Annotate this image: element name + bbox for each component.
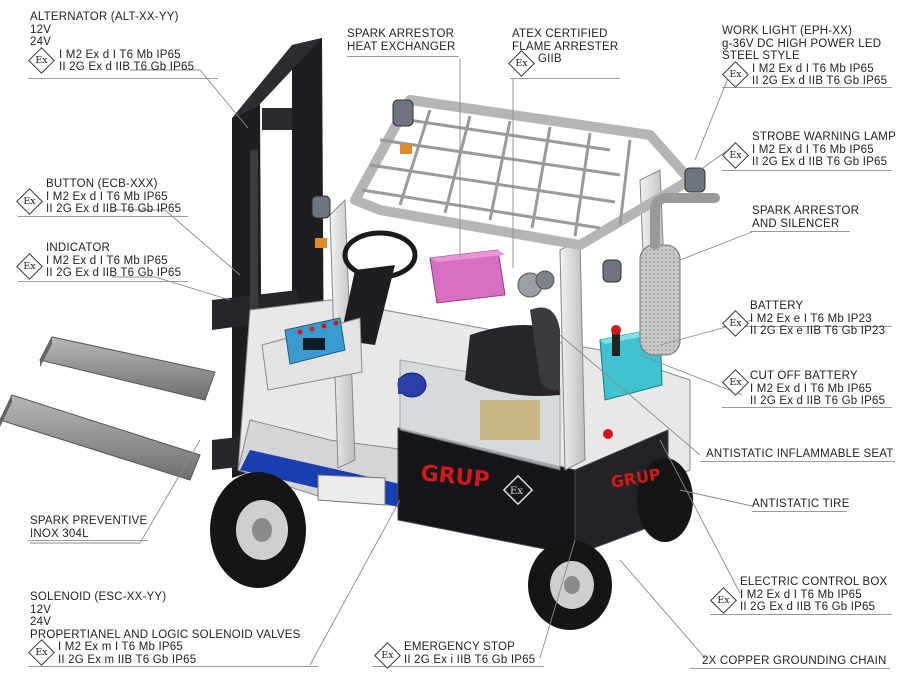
label-button: BUTTON (ECB-XXX) I M2 Ex d I T6 Mb IP65 … xyxy=(46,178,181,216)
rule-emergency xyxy=(372,666,544,667)
cut-off-cert-1: I M2 Ex d I T6 Mb IP65 xyxy=(750,382,872,395)
button-title: BUTTON (ECB-XXX) xyxy=(46,178,158,190)
work-light-line-2: g-36V DC HIGH POWER LED xyxy=(722,37,882,50)
battery-cert-1: I M2 Ex e I T6 Mb IP23 xyxy=(750,312,872,325)
rule-spark-heat xyxy=(347,56,459,57)
battery-title: BATTERY xyxy=(750,300,804,312)
label-strobe-warning-lamp: STROBE WARNING LAMP I M2 Ex d I T6 Mb IP… xyxy=(752,131,896,169)
dashboard xyxy=(261,230,418,391)
rule-work-light xyxy=(722,87,892,88)
solenoid-cert-1: I M2 Ex m I T6 Mb IP65 xyxy=(58,641,183,653)
atex-line-3: GIIB xyxy=(538,53,562,65)
emergency-cert: II 2G Ex i IIB T6 Gb IP65 xyxy=(404,653,536,666)
grounding-text: 2X COPPER GROUNDING CHAIN xyxy=(702,655,887,667)
label-atex-flame-arrester: ATEX CERTIFIED FLAME ARRESTER GIIB xyxy=(512,28,618,66)
label-cut-off-battery: CUT OFF BATTERY I M2 Ex d I T6 Mb IP65 I… xyxy=(750,370,885,408)
flame-arrester xyxy=(517,270,555,298)
rule-strobe xyxy=(722,170,892,171)
strobe-cert-1: I M2 Ex d I T6 Mb IP65 xyxy=(752,143,874,156)
battery-cert-2: II 2G Ex e IIB T6 Gb IP23 xyxy=(750,325,886,337)
rule-alternator xyxy=(28,78,218,79)
rule-spark-silencer xyxy=(750,231,850,232)
solenoid-24v: 24V xyxy=(30,616,52,628)
control-box-cert-2: II 2G Ex d IIB T6 Gb IP65 xyxy=(740,601,876,613)
atex-line-1: ATEX CERTIFIED xyxy=(512,28,608,40)
label-indicator: INDICATOR I M2 Ex d I T6 Mb IP65 II 2G E… xyxy=(46,242,181,280)
rule-seat xyxy=(700,461,895,462)
indicator-cert-1: I M2 Ex d I T6 Mb IP65 xyxy=(46,254,168,267)
tire-text: ANTISTATIC TIRE xyxy=(752,498,850,510)
rule-battery xyxy=(722,326,892,327)
label-electric-control-box: ELECTRIC CONTROL BOX I M2 Ex d I T6 Mb I… xyxy=(740,576,887,614)
seat-text: ANTISTATIC INFLAMMABLE SEAT xyxy=(706,448,894,460)
rule-spark-preventive xyxy=(28,540,148,541)
leader-lines xyxy=(30,58,753,666)
solenoid-valves: PROPERTIANEL AND LOGIC SOLENOID VALVES xyxy=(30,628,301,641)
label-work-light: WORK LIGHT (EPH-XX) g-36V DC HIGH POWER … xyxy=(722,25,887,88)
work-light-cert-2: II 2G Ex d IIB T6 Gb IP65 xyxy=(752,75,888,87)
solenoid-cert-2: II 2G Ex m IIB T6 Gb IP65 xyxy=(58,653,197,666)
rule-atex xyxy=(510,78,620,79)
rule-button xyxy=(18,216,188,217)
cut-off-cert-2: II 2G Ex d IIB T6 Gb IP65 xyxy=(750,395,886,407)
label-copper-grounding-chain: 2X COPPER GROUNDING CHAIN xyxy=(702,655,887,668)
work-light-title: WORK LIGHT (EPH-XX) xyxy=(722,25,853,37)
spark-preventive-line-2: INOX 304L xyxy=(30,527,89,540)
heat-exchanger-box xyxy=(429,249,506,304)
emergency-title: EMERGENCY STOP xyxy=(404,641,516,653)
rule-grounding xyxy=(690,668,890,669)
label-spark-arrestor-silencer: SPARK ARRESTOR AND SILENCER xyxy=(752,205,859,230)
rule-cut-off xyxy=(722,407,892,408)
label-spark-preventive: SPARK PREVENTIVE INOX 304L xyxy=(30,515,147,540)
indicator-title: INDICATOR xyxy=(46,242,110,254)
forks xyxy=(0,336,216,481)
seat xyxy=(465,307,560,396)
rule-tire xyxy=(752,511,847,512)
alternator-cert-2: II 2G Ex d IIB T6 Gb IP65 xyxy=(59,61,195,73)
rule-solenoid xyxy=(28,666,318,667)
alternator-cert-1: I M2 Ex d I T6 Mb IP65 xyxy=(59,48,181,61)
control-box-title: ELECTRIC CONTROL BOX xyxy=(740,576,888,588)
button-cert-2: II 2G Ex d IIB T6 Gb IP65 xyxy=(46,203,182,215)
button-cert-1: I M2 Ex d I T6 Mb IP65 xyxy=(46,190,168,203)
spark-heat-line-1: SPARK ARRESTOR xyxy=(347,28,455,40)
strobe-cert-2: II 2G Ex d IIB T6 Gb IP65 xyxy=(752,156,888,168)
solenoid-12v: 12V xyxy=(30,603,52,616)
spark-preventive-line-1: SPARK PREVENTIVE xyxy=(30,515,148,527)
solenoid-title: SOLENOID (ESC-XX-YY) xyxy=(30,591,167,603)
wheels xyxy=(210,458,693,630)
spark-heat-line-2: HEAT EXCHANGER xyxy=(347,40,456,53)
indicator-cert-2: II 2G Ex d IIB T6 Gb IP65 xyxy=(46,267,182,279)
atex-line-2: FLAME ARRESTER xyxy=(512,40,619,53)
work-light-line-3: STEEL STYLE xyxy=(722,50,800,62)
control-box-cert-1: I M2 Ex d I T6 Mb IP65 xyxy=(740,588,862,601)
rule-indicator xyxy=(18,281,188,282)
label-antistatic-seat: ANTISTATIC INFLAMMABLE SEAT xyxy=(706,448,894,461)
label-spark-arrestor-heat-exchanger: SPARK ARRESTOR HEAT EXCHANGER xyxy=(347,28,455,53)
side-ex-mark: Ex xyxy=(510,486,523,497)
spark-silencer-line-1: SPARK ARRESTOR xyxy=(752,205,860,217)
label-battery: BATTERY I M2 Ex e I T6 Mb IP23 II 2G Ex … xyxy=(750,300,885,338)
alternator-24v: 24V xyxy=(30,36,52,48)
alternator-12v: 12V xyxy=(30,23,52,36)
lamps xyxy=(311,99,706,439)
silencer xyxy=(639,193,720,356)
solenoid-motor xyxy=(397,372,427,398)
label-antistatic-tire: ANTISTATIC TIRE xyxy=(752,498,850,511)
label-solenoid: SOLENOID (ESC-XX-YY) 12V 24V PROPERTIANE… xyxy=(30,591,300,666)
cut-off-title: CUT OFF BATTERY xyxy=(750,370,858,382)
strobe-title: STROBE WARNING LAMP xyxy=(752,131,896,143)
label-emergency-stop: EMERGENCY STOP II 2G Ex i IIB T6 Gb IP65 xyxy=(404,641,535,666)
alternator-title: ALTERNATOR (ALT-XX-YY) xyxy=(30,11,179,23)
rule-control-box xyxy=(710,614,892,615)
spark-silencer-line-2: AND SILENCER xyxy=(752,217,840,230)
label-alternator: ALTERNATOR (ALT-XX-YY) 12V 24V I M2 Ex d… xyxy=(30,11,194,74)
work-light-cert-1: I M2 Ex d I T6 Mb IP65 xyxy=(752,62,874,75)
